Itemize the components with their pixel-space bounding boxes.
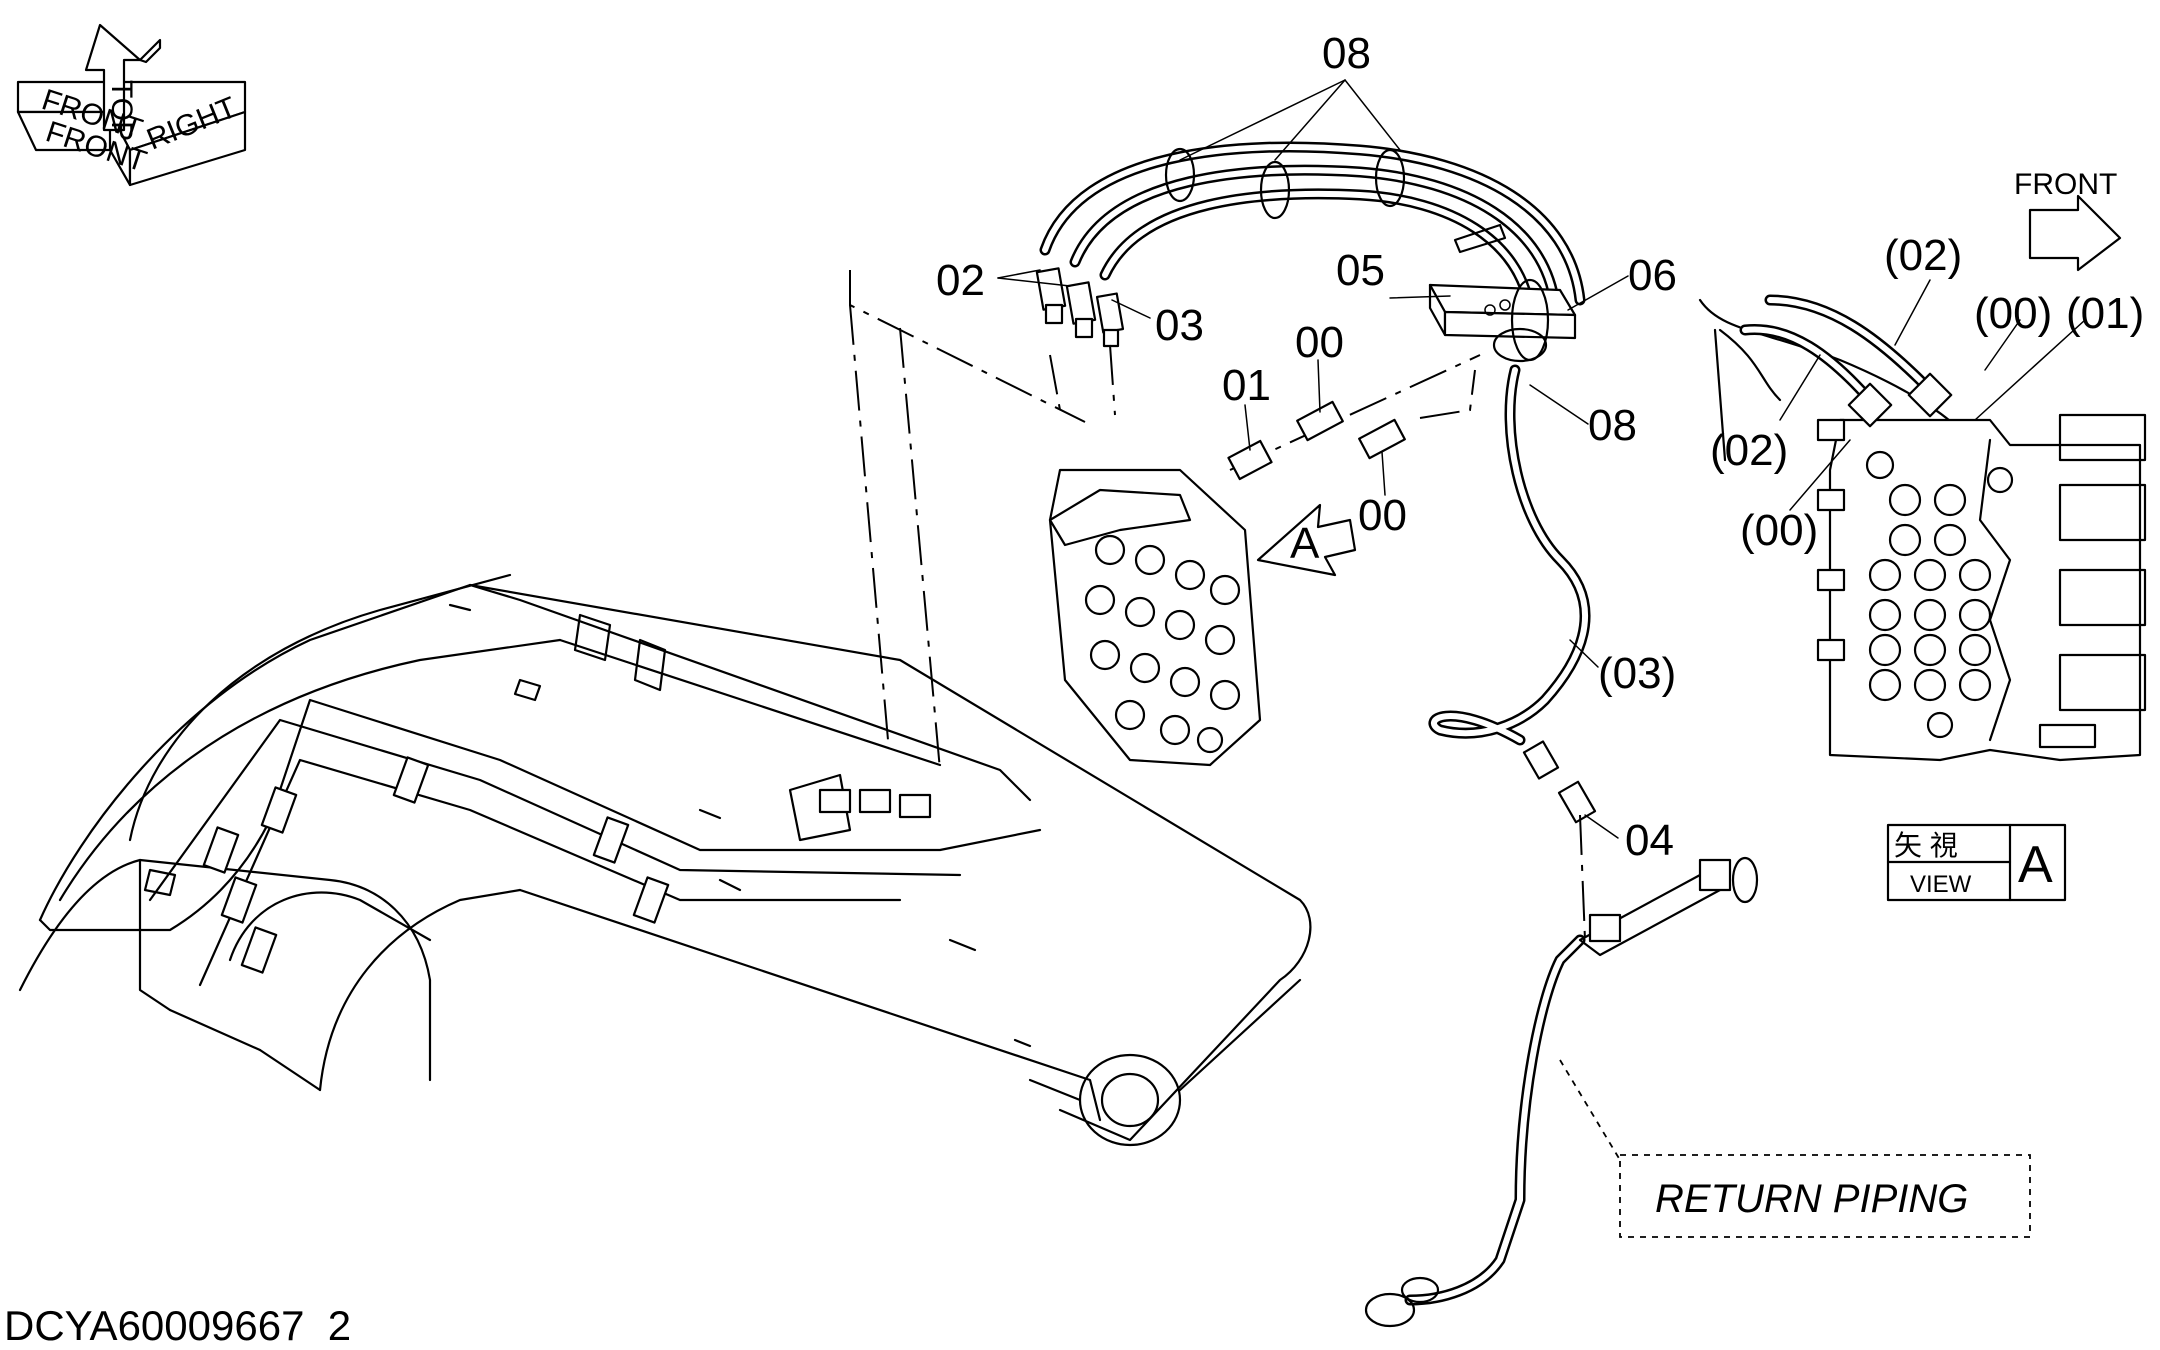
- detail-view-a: FRONT: [1698, 168, 2147, 762]
- callout-08-mid: 08: [1588, 401, 1637, 450]
- control-valve: [1048, 468, 1262, 767]
- view-a-kanji: 矢 視: [1894, 830, 1958, 861]
- callout-08-top: 08: [1322, 29, 1371, 78]
- return-piping: [1364, 856, 1759, 1328]
- hose-bundle: [1039, 141, 1586, 316]
- callout-00-top: 00: [1295, 318, 1344, 367]
- orient-top-label: TOP: [105, 80, 138, 141]
- callout-leaders: [997, 79, 1629, 839]
- callout-03-paren: (03): [1598, 649, 1676, 698]
- detail-front-arrow: [2028, 194, 2122, 272]
- fittings-01-00: [1227, 400, 1406, 481]
- assembly-leaders: [849, 270, 1586, 941]
- view-a-view-label: VIEW: [1910, 871, 1972, 898]
- orientation-indicator: FRONT FRONT TOP RIGHT: [16, 23, 247, 187]
- view-a-letter: A: [2018, 836, 2053, 894]
- return-piping-callout: RETURN PIPING: [1619, 1154, 2031, 1238]
- view-a-arrow: A: [1256, 503, 1357, 577]
- view-a-box: 矢 視 VIEW A: [1886, 823, 2067, 902]
- callout-02: 02: [936, 256, 985, 305]
- callout-03: 03: [1155, 301, 1204, 350]
- detail-callout-00-left: (00): [1740, 506, 1818, 555]
- detail-front-label: FRONT: [2014, 168, 2117, 201]
- block-05-06: [1428, 278, 1577, 363]
- detail-callout-00-top: (00): [1974, 289, 2052, 338]
- callout-06: 06: [1628, 251, 1677, 300]
- callout-01: 01: [1222, 361, 1271, 410]
- callout-00-low: 00: [1358, 491, 1407, 540]
- callout-05: 05: [1336, 246, 1385, 295]
- detail-callout-02-top: (02): [1884, 231, 1962, 280]
- detail-callout-02-left: (02): [1710, 426, 1788, 475]
- drawing-id: DCYA60009667_2: [4, 1302, 351, 1345]
- return-piping-label: RETURN PIPING: [1655, 1177, 1968, 1221]
- boom-assembly: [18, 573, 1312, 1147]
- hose-end-fittings: [1035, 267, 1125, 348]
- hose-03-return: [1428, 364, 1597, 824]
- view-a-arrow-letter: A: [1290, 519, 1320, 568]
- detail-callout-01: (01): [2066, 289, 2144, 338]
- callout-04: 04: [1625, 816, 1674, 865]
